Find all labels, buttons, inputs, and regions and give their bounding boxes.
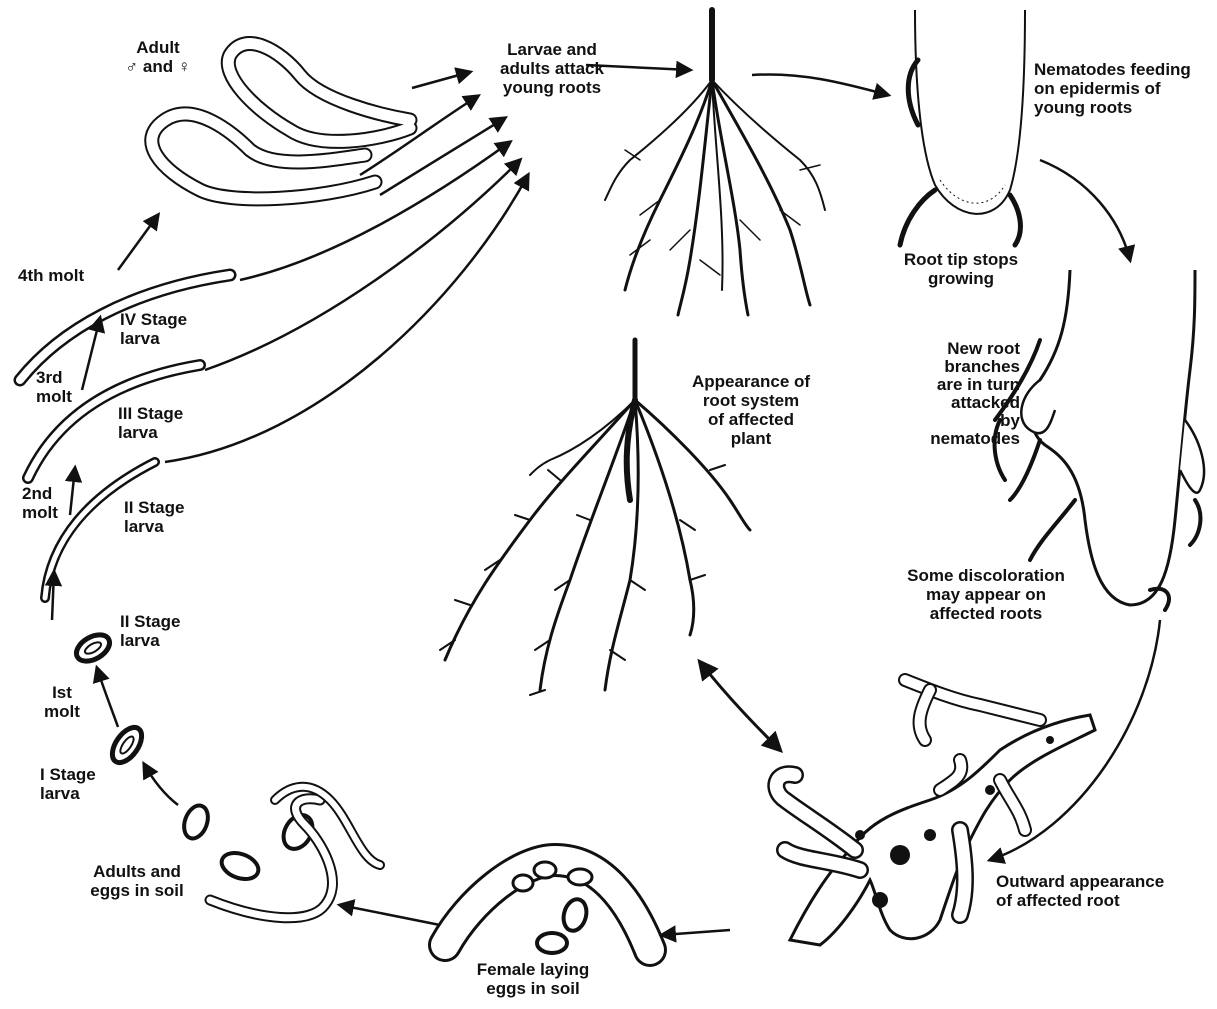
- egg-stage-ii-illustration: [72, 629, 114, 666]
- label-adult: Adult ♂ and ♀: [118, 38, 198, 76]
- root-tip-feeding-illustration: [900, 10, 1025, 245]
- label-1st-molt: Ist molt: [32, 683, 92, 721]
- label-root-system-appearance: Appearance of root system of affected pl…: [666, 372, 836, 448]
- young-root-system-illustration: [605, 10, 825, 315]
- label-stage-i-larva: I Stage larva: [40, 765, 130, 803]
- label-new-root-branches: New root branches are in turn attacked b…: [870, 340, 1020, 448]
- label-root-tip-stops: Root tip stops growing: [886, 250, 1036, 288]
- label-larvae-adults-attack: Larvae and adults attack young roots: [482, 40, 622, 97]
- egg-stage-i-illustration: [107, 722, 148, 767]
- label-stage-iii-larva: III Stage larva: [118, 404, 208, 442]
- label-some-discoloration: Some discoloration may appear on affecte…: [886, 566, 1086, 623]
- female-laying-eggs-illustration: [445, 860, 650, 953]
- label-stage-ii-larva: II Stage larva: [124, 498, 214, 536]
- label-stage-ii-egg: II Stage larva: [120, 612, 210, 650]
- adults-eggs-soil-illustration: [180, 787, 380, 918]
- galled-root-branches-illustration: [995, 270, 1204, 610]
- label-nematodes-feeding: Nematodes feeding on epidermis of young …: [1034, 60, 1214, 117]
- label-stage-iv-larva: IV Stage larva: [120, 310, 220, 348]
- label-2nd-molt: 2nd molt: [22, 484, 82, 522]
- label-adults-eggs-soil: Adults and eggs in soil: [72, 862, 202, 900]
- label-female-laying: Female laying eggs in soil: [448, 960, 618, 998]
- label-outward-appearance: Outward appearance of affected root: [996, 872, 1206, 910]
- label-4th-molt: 4th molt: [18, 266, 108, 285]
- label-3rd-molt: 3rd molt: [36, 368, 96, 406]
